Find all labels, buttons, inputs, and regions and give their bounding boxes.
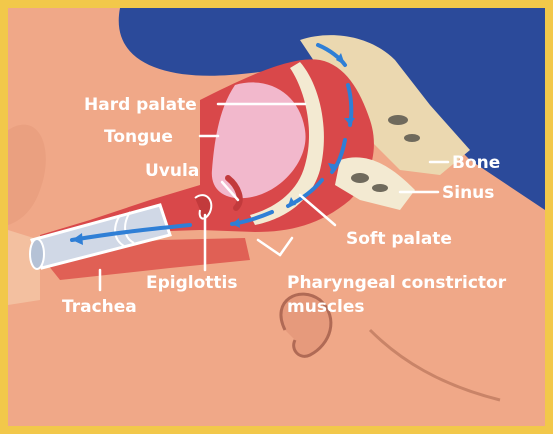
bone-cavity (388, 115, 408, 125)
label-hard-palate: Hard palate (84, 95, 197, 115)
label-tongue: Tongue (104, 127, 173, 147)
label-sinus: Sinus (442, 183, 494, 203)
sinus-cavity (351, 173, 369, 183)
label-epiglottis: Epiglottis (146, 273, 237, 293)
label-trachea: Trachea (62, 297, 137, 317)
label-uvula: Uvula (145, 161, 199, 181)
bone-cavity (404, 134, 420, 142)
label-muscles: muscles (287, 297, 365, 317)
label-soft-palate: Soft palate (346, 229, 452, 249)
label-pharyngeal-constrictor: Pharyngeal constrictor (287, 273, 507, 293)
sinus-cavity (372, 184, 388, 192)
label-bone: Bone (452, 153, 500, 173)
